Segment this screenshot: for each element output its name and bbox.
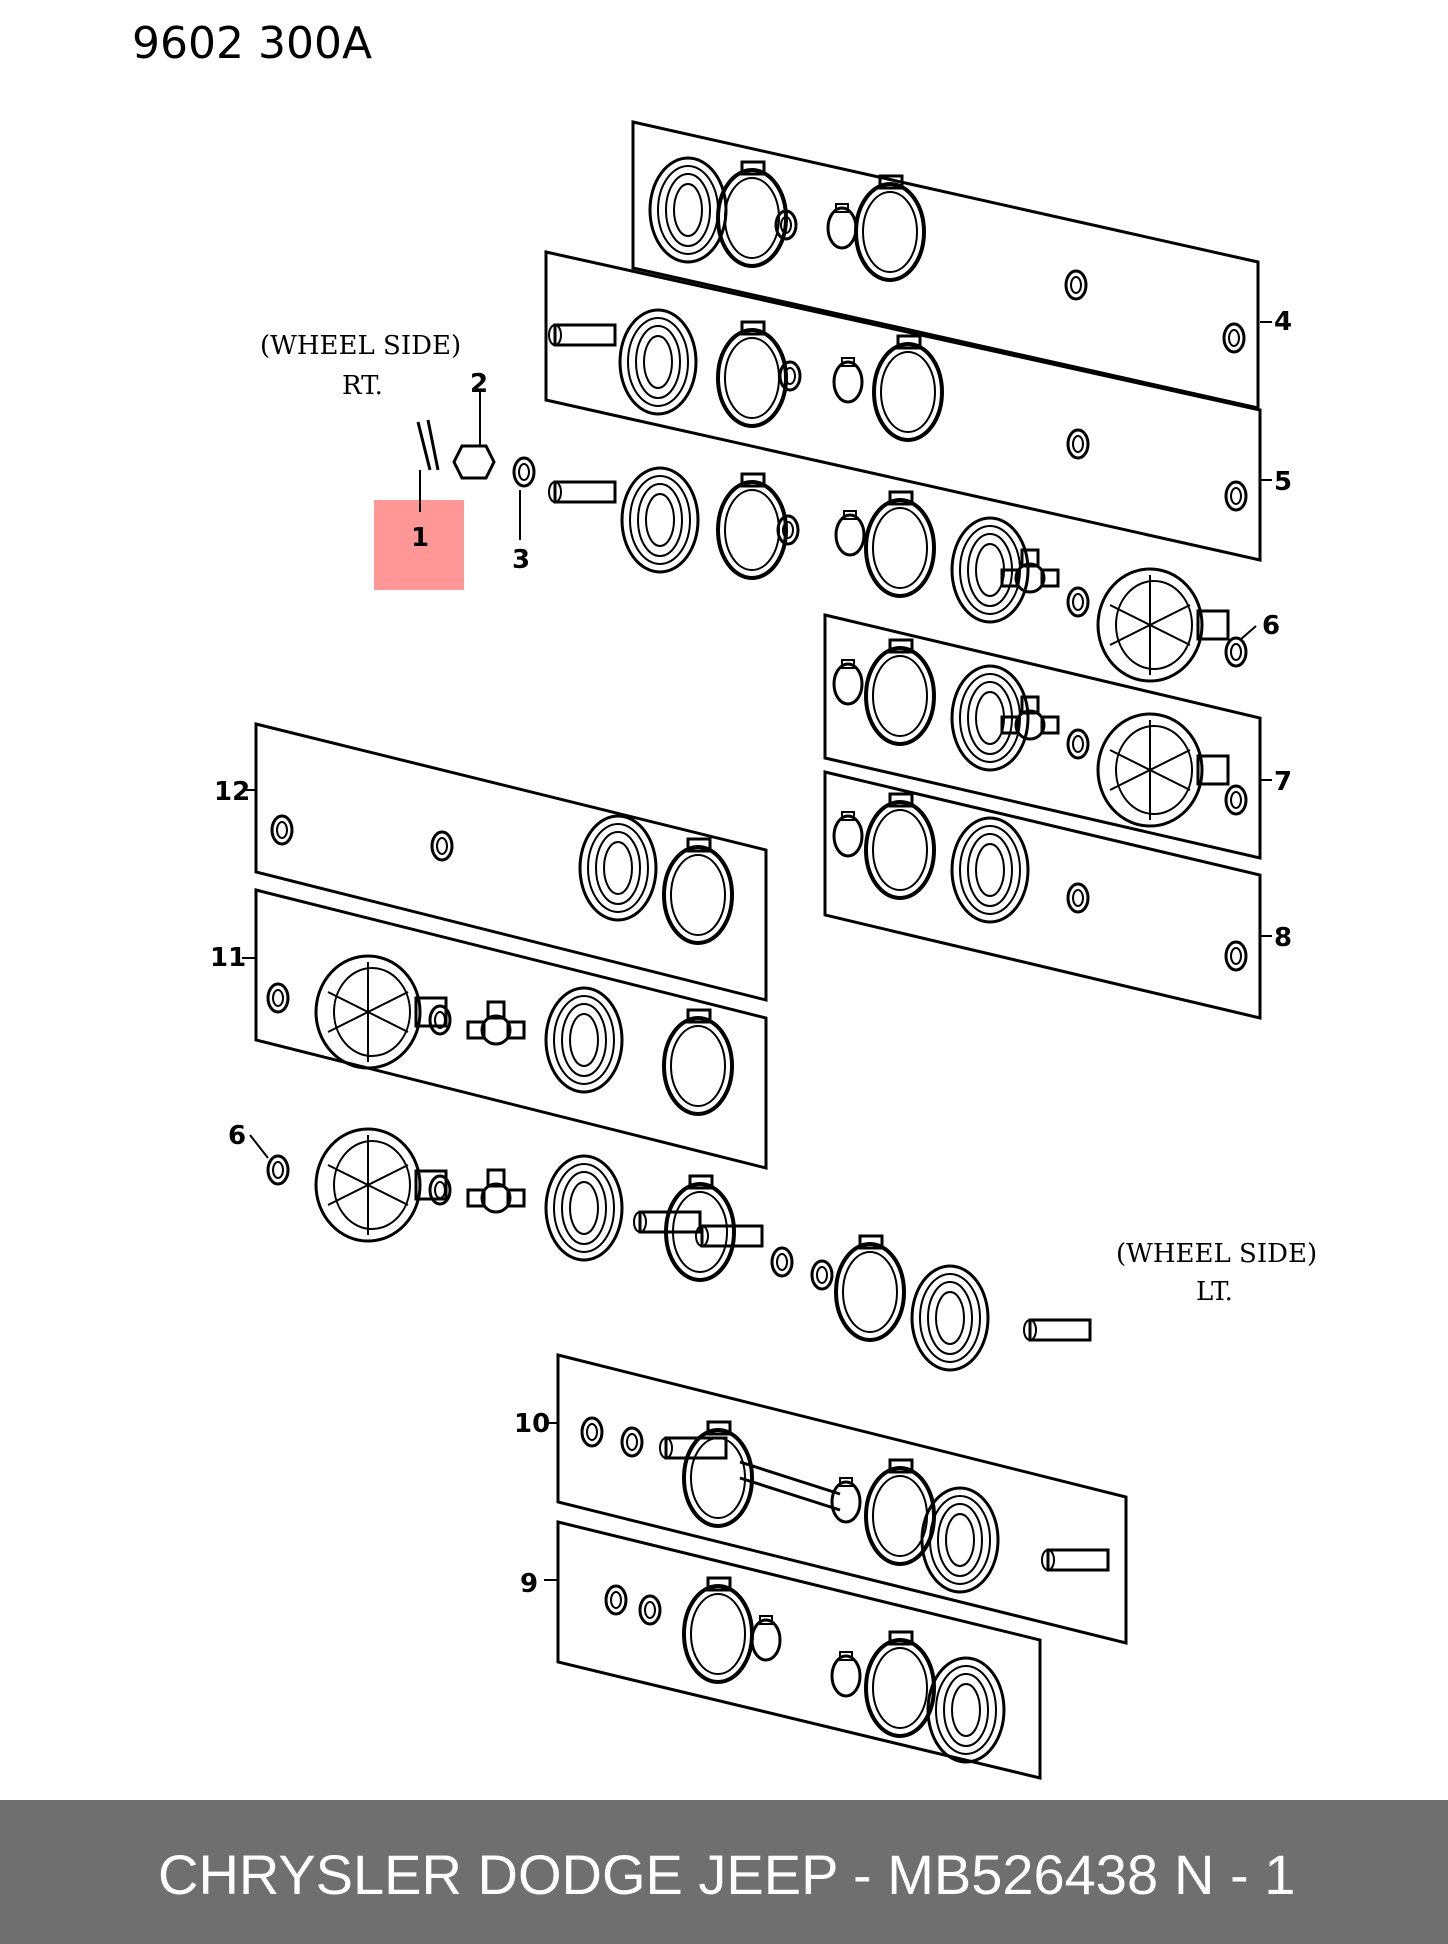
callout-3: 3 xyxy=(512,545,530,575)
callout-8: 8 xyxy=(1274,923,1292,953)
lt-wheel-side-label: (WHEEL SIDE) xyxy=(1116,1239,1317,1269)
callout-6-lt: 6 xyxy=(228,1121,246,1151)
callout-7: 7 xyxy=(1274,767,1292,797)
rt-label: RT. xyxy=(342,371,383,401)
rt-axle-assembly xyxy=(416,419,1248,683)
callout-4: 4 xyxy=(1274,307,1292,337)
panel-7 xyxy=(823,613,1262,860)
callout-6: 6 xyxy=(1262,611,1280,641)
panel-5 xyxy=(544,250,1262,562)
footer-bar: CHRYSLER DODGE JEEP - MB526438 N - 1 xyxy=(0,1800,1448,1944)
leader-lines xyxy=(242,321,1272,1581)
page-indicator: N - 1 xyxy=(1174,1843,1296,1906)
panel-10 xyxy=(556,1353,1128,1645)
lt-axle-assembly xyxy=(266,1127,1092,1372)
callout-12: 12 xyxy=(214,777,250,807)
lt-label: LT. xyxy=(1196,1277,1233,1307)
callout-10: 10 xyxy=(514,1409,550,1439)
panel-12 xyxy=(254,722,768,1002)
panel-8 xyxy=(823,770,1262,1020)
callout-2: 2 xyxy=(470,369,488,399)
panel-4 xyxy=(631,120,1260,410)
part-number-text: CHRYSLER DODGE JEEP - MB526438 xyxy=(158,1843,1159,1906)
highlight-box xyxy=(374,500,464,590)
callout-11: 11 xyxy=(210,943,246,973)
panel-11 xyxy=(254,888,768,1170)
rt-wheel-side-label: (WHEEL SIDE) xyxy=(260,331,461,361)
callout-5: 5 xyxy=(1274,467,1292,497)
diagram-code: 9602 300A xyxy=(132,18,372,69)
callout-1: 1 xyxy=(411,523,429,553)
exploded-parts-diagram: 9602 300A xyxy=(132,18,1317,1780)
callout-9: 9 xyxy=(520,1569,538,1599)
panel-9 xyxy=(556,1520,1042,1780)
